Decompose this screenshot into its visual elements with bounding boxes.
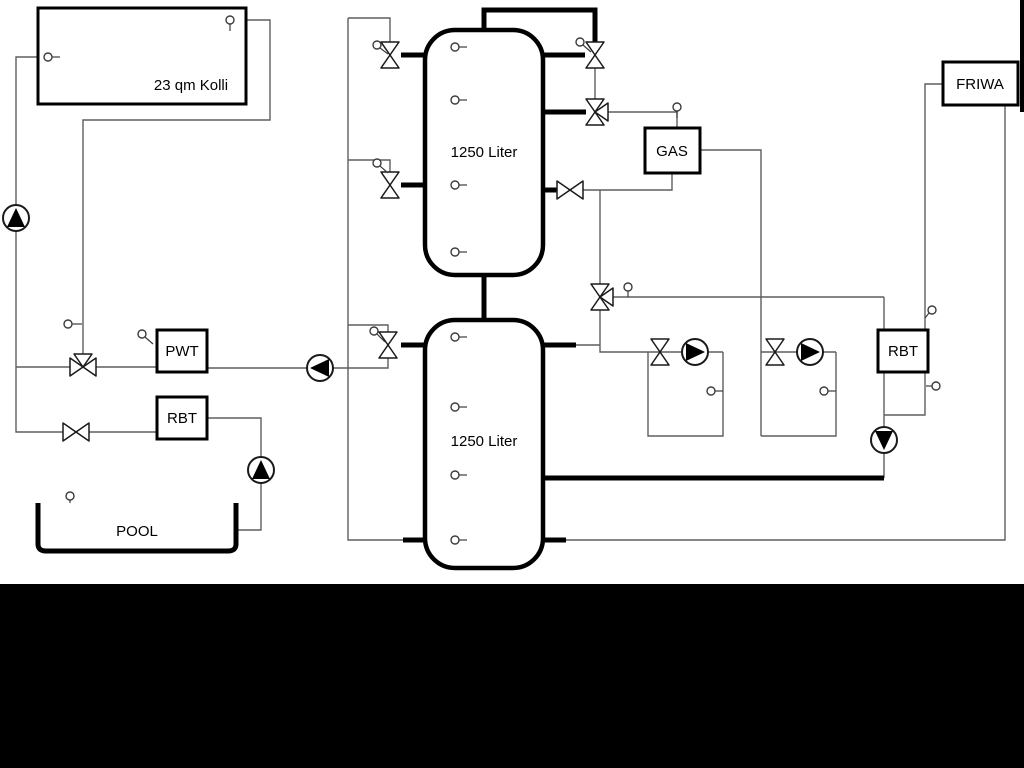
three-way-valve-icon [590, 283, 614, 311]
pump-icon [796, 338, 824, 366]
friwa-label: FRIWA [956, 76, 1004, 93]
pump-icon [306, 354, 334, 382]
tank-top-label: 1250 Liter [451, 144, 518, 161]
temperature-sensor-icon [672, 102, 682, 118]
gas-boiler [643, 126, 702, 175]
pwt-label: PWT [165, 343, 198, 360]
temperature-sensor-icon [450, 247, 467, 257]
pump-icon [2, 204, 30, 232]
three-way-valve-icon [69, 353, 97, 377]
valve-icon [556, 180, 584, 200]
temperature-sensor-icon [372, 40, 389, 55]
temperature-sensor-icon [623, 282, 633, 297]
temperature-sensor-icon [450, 470, 467, 480]
pool-label: POOL [116, 523, 158, 540]
pwt-heat-exchanger [155, 328, 209, 374]
rbt-left-unit [155, 395, 209, 441]
rbt-right-label: RBT [888, 343, 918, 360]
right-edge-bar [1020, 0, 1024, 112]
temperature-sensor-icon [706, 386, 723, 396]
rbt-left-label: RBT [167, 410, 197, 427]
temperature-sensor-icon [450, 402, 467, 412]
valve-icon [650, 338, 670, 366]
temperature-sensor-icon [924, 305, 937, 319]
buffer-tank-top [422, 27, 546, 278]
temperature-sensor-icon [63, 319, 82, 329]
temperature-sensor-icon [819, 386, 836, 396]
pump-icon [870, 426, 898, 454]
collector-label: 23 qm Kolli [154, 77, 228, 94]
temperature-sensor-icon [450, 332, 467, 342]
rbt-right-unit [876, 328, 930, 374]
temperature-sensor-icon [43, 52, 60, 62]
temperature-sensor-icon [450, 180, 467, 190]
friwa-station [941, 60, 1020, 107]
valve-icon [62, 422, 90, 442]
temperature-sensor-icon [372, 158, 389, 174]
three-way-valve-icon [585, 98, 609, 126]
tank-bottom-label: 1250 Liter [451, 433, 518, 450]
temperature-sensor-icon [225, 15, 235, 31]
valve-icon [380, 171, 400, 199]
bottom-letterbox [0, 584, 1024, 768]
pump-icon [681, 338, 709, 366]
temperature-sensor-icon [369, 326, 386, 343]
temperature-sensor-icon [450, 95, 467, 105]
temperature-sensor-icon [137, 329, 154, 345]
pipes-thick [401, 7, 884, 543]
valve-icon [585, 41, 605, 69]
temperature-sensor-icon [450, 42, 467, 52]
solar-collector [36, 6, 248, 106]
temperature-sensor-icon [926, 381, 941, 391]
valve-icon [378, 331, 398, 359]
pump-icon [247, 456, 275, 484]
valve-icon [765, 338, 785, 366]
temperature-sensor-icon [65, 491, 75, 503]
pool-basin [35, 503, 239, 554]
temperature-sensor-icon [450, 535, 467, 545]
valve-icon [380, 41, 400, 69]
gas-label: GAS [656, 143, 688, 160]
buffer-tank-bottom [422, 317, 546, 571]
temperature-sensor-icon [575, 37, 592, 53]
